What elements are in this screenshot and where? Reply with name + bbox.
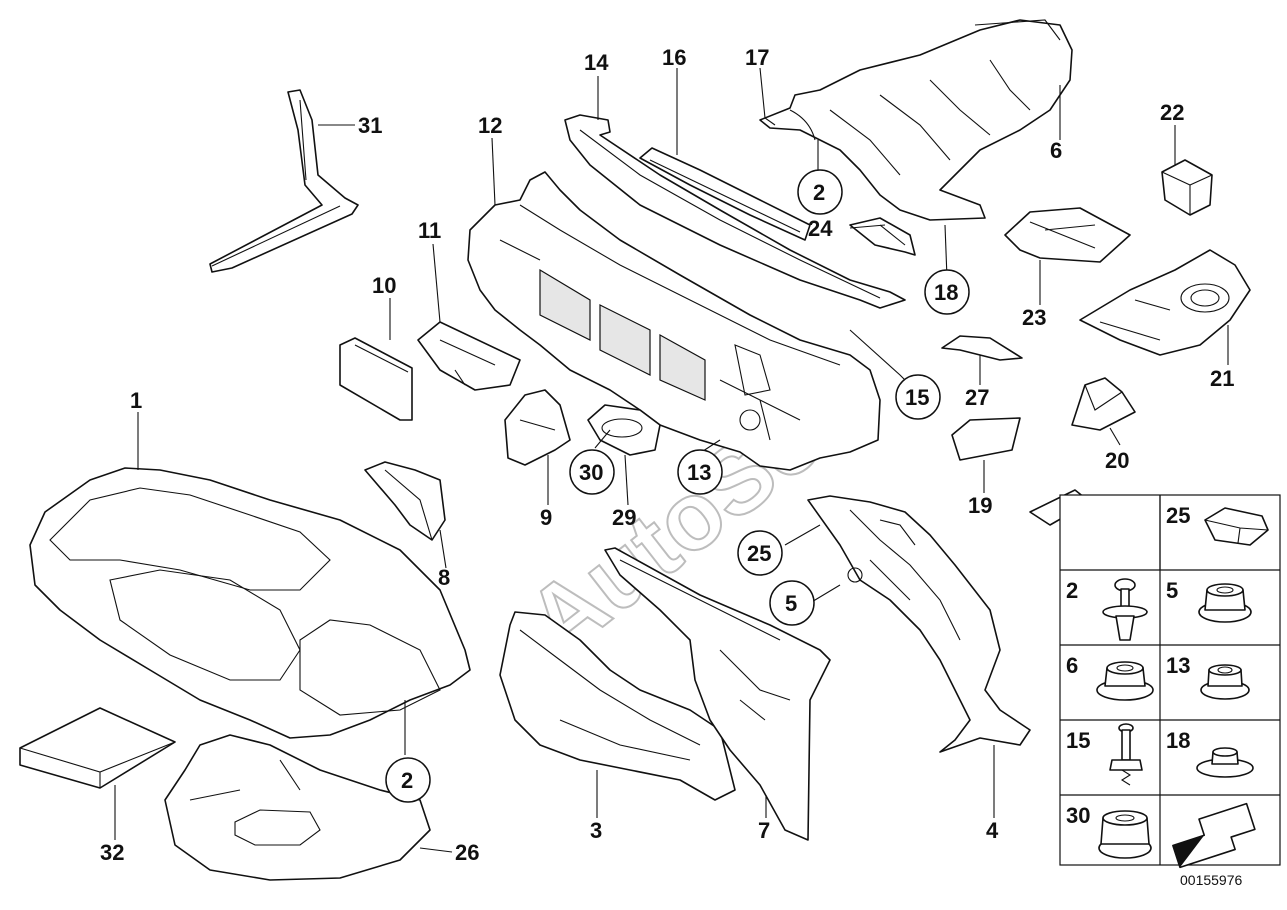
part-8-bracket [364, 461, 446, 541]
part-31-bracket [209, 89, 359, 273]
part-4-strut-panel [807, 495, 1031, 753]
grid-label-5: 5 [1166, 578, 1178, 603]
clip-plug-icon [1204, 507, 1269, 546]
callout-15: 15 [895, 374, 941, 420]
part-23-insulator [1004, 207, 1131, 263]
svg-text:15: 15 [905, 385, 929, 410]
callout-5: 5 [769, 580, 815, 626]
callout-14: 14 [584, 50, 609, 75]
flat-nut-icon [1196, 747, 1254, 778]
large-flange-nut-icon [1098, 810, 1152, 859]
grid-label-18: 18 [1166, 728, 1190, 753]
part-14-cowl-panel [564, 114, 906, 309]
callout-8: 8 [438, 565, 450, 590]
part-16-seal-strip [639, 147, 811, 241]
diagram-code: 00155976 [1180, 872, 1243, 888]
callout-20: 20 [1105, 448, 1129, 473]
part-24-insulator [849, 217, 916, 256]
callout-27: 27 [965, 385, 989, 410]
callout-17: 17 [745, 45, 769, 70]
part-22-pad [1161, 159, 1213, 216]
grid-label-13: 13 [1166, 653, 1190, 678]
callout-19: 19 [968, 493, 992, 518]
part-11-insulator [417, 321, 521, 391]
callout-26: 26 [455, 840, 479, 865]
part-1-hood-insulation [29, 467, 471, 739]
svg-text:18: 18 [934, 280, 958, 305]
leader-lines [114, 67, 1229, 853]
collar-nut-icon [1200, 664, 1250, 700]
part-12-bulkhead [467, 171, 881, 471]
callout-4: 4 [986, 818, 999, 843]
flange-nut-icon [1198, 583, 1252, 623]
svg-text:5: 5 [785, 591, 797, 616]
callout-7: 7 [758, 818, 770, 843]
hex-nut-icon [1096, 661, 1154, 701]
callout-18: 18 [924, 269, 970, 315]
svg-text:2: 2 [813, 180, 825, 205]
part-26-trunk-pad [164, 734, 431, 881]
grid-label-30: 30 [1066, 803, 1090, 828]
fastener-grid [1059, 494, 1281, 866]
callout-30: 30 [569, 449, 615, 495]
callout-23: 23 [1022, 305, 1046, 330]
grid-label-15: 15 [1066, 728, 1090, 753]
callout-24: 24 [808, 216, 833, 241]
callout-32: 32 [100, 840, 124, 865]
part-32-filter-pad [19, 707, 176, 789]
part-9-bracket [504, 389, 571, 466]
part-27-strip [941, 335, 1023, 361]
callout-31: 31 [358, 113, 382, 138]
callout-6: 6 [1050, 138, 1062, 163]
part-10-foam-block [339, 337, 413, 421]
part-20-bracket [1071, 377, 1136, 431]
svg-text:2: 2 [401, 768, 413, 793]
callout-29: 29 [612, 505, 636, 530]
callout-3: 3 [590, 818, 602, 843]
callout-2-top: 2 [797, 169, 843, 215]
part-7-side-panel [604, 547, 831, 841]
bolt-icon [1109, 723, 1143, 786]
callout-21: 21 [1210, 366, 1234, 391]
callout-2-bottom: 2 [385, 757, 431, 803]
callout-13: 13 [677, 449, 723, 495]
callout-12: 12 [478, 113, 502, 138]
callout-11: 11 [418, 218, 441, 243]
part-29-grommet-plate [587, 404, 661, 456]
part-19-pad [951, 417, 1021, 461]
callout-25: 25 [737, 530, 783, 576]
part-21-floor-pad [1079, 249, 1251, 356]
grid-label-2: 2 [1066, 578, 1078, 603]
svg-text:30: 30 [579, 460, 603, 485]
arrow-icon [1172, 802, 1256, 869]
callout-22: 22 [1160, 100, 1184, 125]
svg-text:25: 25 [747, 541, 771, 566]
callout-16: 16 [662, 45, 686, 70]
svg-text:13: 13 [687, 460, 711, 485]
grid-label-6: 6 [1066, 653, 1078, 678]
grid-label-25: 25 [1166, 503, 1190, 528]
callout-9: 9 [540, 505, 552, 530]
push-rivet-icon [1102, 578, 1148, 641]
callout-10: 10 [372, 273, 396, 298]
part-6-heat-shield [759, 19, 1073, 221]
callout-1: 1 [130, 388, 142, 413]
